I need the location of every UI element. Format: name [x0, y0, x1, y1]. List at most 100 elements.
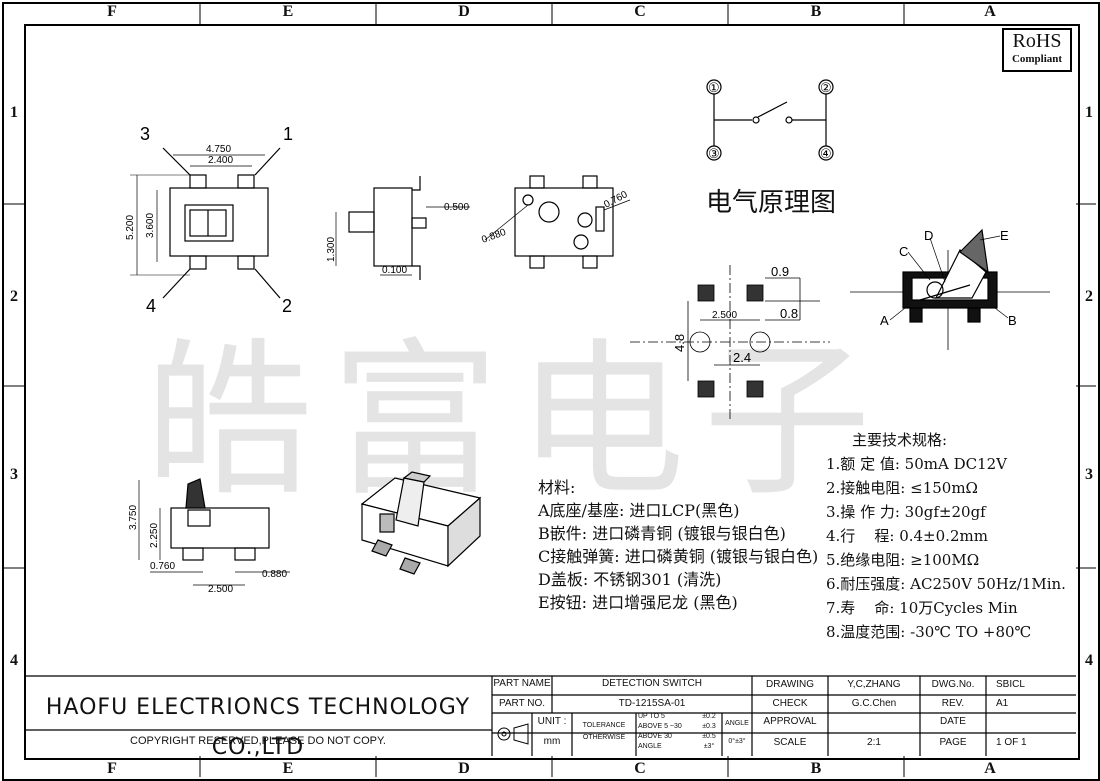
dimension-label: 2.4: [733, 350, 751, 365]
circuit-diagram: [706, 79, 834, 161]
spec-list: 主要技术规格: 1.额 定 值: 50mA DC12V 2.接触电阻: ≤150…: [826, 428, 1066, 644]
pin-number: 4: [146, 296, 156, 316]
material-item: D盖板: 不锈钢301 (清洗): [538, 570, 722, 589]
circuit-pin: ②: [820, 80, 832, 95]
section-label: C: [899, 244, 908, 259]
pin-number: 2: [282, 296, 292, 316]
zone-row-label: 1: [10, 104, 18, 121]
materials-list: 材料: A底座/基座: 进口LCP(黑色) B嵌件: 进口磷青铜 (镀银与银白色…: [538, 476, 818, 614]
dimension-label: 4.8: [672, 334, 687, 352]
circuit-pin: ①: [708, 80, 720, 95]
zone-col-label: D: [458, 760, 470, 777]
dwg-no-label: DWG.No.: [931, 679, 975, 690]
spec-item: 7.寿 命: 10万Cycles Min: [826, 599, 1018, 617]
tolerance-range: ANGLE: [638, 743, 662, 750]
angle-label: ANGLE: [725, 720, 749, 727]
drawing-label: DRAWING: [766, 679, 814, 690]
rohs-title: RoHS: [1012, 30, 1062, 52]
top-view: [130, 147, 281, 299]
tolerance-range: UP TO 5: [638, 713, 665, 720]
scale-label: SCALE: [773, 737, 807, 748]
tolerance-range: ABOVE 5 ~30: [638, 723, 682, 730]
spec-item: 8.温度范围: -30℃ TO +80℃: [826, 623, 1032, 641]
spec-item: 1.额 定 值: 50mA DC12V: [826, 455, 1008, 473]
otherwise-label: OTHERWISE: [582, 734, 626, 741]
part-no-label: PART NO.: [498, 698, 546, 709]
part-no-value: TD-1215SA-01: [618, 698, 686, 709]
page-value: 1 OF 1: [996, 737, 1027, 748]
company-name: HAOFU ELECTRIONCS TECHNOLOGY CO.,LTD: [45, 695, 471, 760]
dimension-label: 0.9: [771, 264, 789, 279]
dimension-label: 0.500: [444, 202, 469, 213]
date-label: DATE: [940, 716, 966, 727]
rev-value: A1: [996, 698, 1009, 709]
dimension-label: 0.8: [780, 306, 798, 321]
zone-row-label: 4: [10, 652, 18, 669]
approval-label: APPROVAL: [763, 716, 817, 727]
zone-col-label: E: [282, 760, 294, 777]
spec-item: 4.行 程: 0.4±0.2mm: [826, 527, 988, 545]
drawing-value: Y,C,ZHANG: [847, 679, 901, 690]
tolerance-value: ±0.2: [702, 713, 716, 720]
dimension-label: 0.760: [150, 561, 175, 572]
material-item: A底座/基座: 进口LCP(黑色): [538, 501, 740, 520]
unit-label: UNIT :: [537, 716, 567, 727]
tolerance-value: ±0.5: [702, 733, 716, 740]
front-view: [484, 175, 631, 269]
part-name-value: DETECTION SWITCH: [602, 678, 702, 689]
spec-item: 5.绝缘电阻: ≥100MΩ: [826, 551, 980, 569]
tolerance-label: TOLERANCE: [582, 722, 626, 729]
dimension-label: 2.500: [712, 310, 737, 321]
zone-col-label: A: [984, 3, 996, 20]
circuit-pin: ③: [708, 146, 720, 161]
title-block-grid: [26, 675, 1076, 756]
circuit-pin: ④: [820, 146, 832, 161]
isometric-view: [360, 471, 482, 575]
angle-value: 0°±3°: [728, 738, 746, 745]
pin-number: 3: [140, 124, 150, 144]
tolerance-range: ABOVE 30: [638, 733, 672, 740]
zone-col-label: F: [107, 760, 117, 777]
profile-view: [138, 478, 290, 586]
dimension-label: 2.250: [149, 523, 160, 548]
zone-col-label: E: [282, 3, 294, 20]
material-item: B嵌件: 进口磷青铜 (镀银与银白色): [538, 524, 786, 543]
pin-number: 1: [283, 124, 293, 144]
materials-title: 材料:: [538, 478, 576, 497]
zone-row-label: 3: [1085, 466, 1093, 483]
rev-label: REV.: [941, 698, 965, 709]
check-value: G.C.Chen: [851, 698, 897, 709]
watermark: 皓富电子: [145, 323, 889, 519]
scale-value: 2:1: [867, 737, 881, 748]
check-label: CHECK: [772, 698, 808, 709]
tolerance-value: ±0.3: [702, 723, 716, 730]
zone-row-label: 2: [10, 288, 18, 305]
section-label: A: [880, 313, 889, 328]
section-view: [850, 228, 1050, 350]
section-label: B: [1008, 313, 1017, 328]
zone-col-label: B: [810, 760, 822, 777]
unit-value: mm: [543, 736, 561, 747]
tolerance-value: ±3°: [703, 743, 715, 750]
zone-col-label: F: [107, 3, 117, 20]
spec-item: 6.耐压强度: AC250V 50Hz/1Min.: [826, 575, 1066, 593]
dwg-no-value: SBICL: [996, 679, 1025, 690]
zone-row-label: 3: [10, 466, 18, 483]
dimension-label: 3.600: [145, 213, 156, 238]
copyright-notice: COPYRIGHT RESERVED,PLEASE DO NOT COPY.: [130, 735, 386, 747]
dimension-label: 2.400: [208, 155, 233, 166]
spec-item: 2.接触电阻: ≤150mΩ: [826, 479, 978, 497]
zone-row-label: 1: [1085, 104, 1093, 121]
projection-symbol: [497, 723, 529, 745]
part-name-label: PART NAME: [493, 678, 551, 689]
zone-col-label: A: [984, 760, 996, 777]
circuit-title: 电气原理图: [706, 188, 837, 218]
dimension-label: 4.750: [206, 144, 231, 155]
rohs-badge: RoHS Compliant: [1002, 28, 1072, 72]
dimension-label: 0.880: [480, 227, 508, 246]
dimension-label: 0.100: [382, 265, 407, 276]
dimension-label: 2.500: [208, 584, 233, 595]
